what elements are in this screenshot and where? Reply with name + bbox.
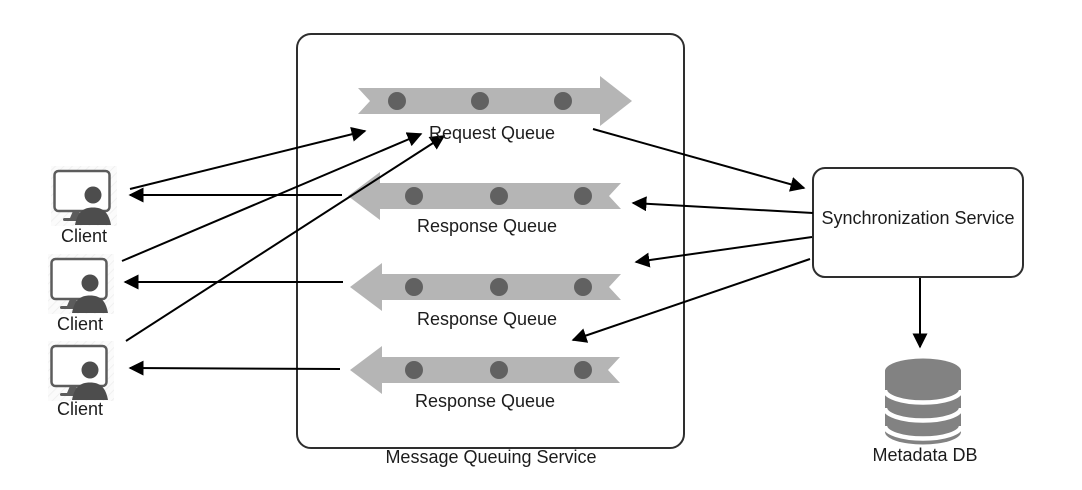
queue-message-dot [574,361,592,379]
request-queue-arrow [358,76,632,126]
database-disk-separator [882,389,964,405]
queue-message-dot [574,278,592,296]
queue-message-dot [471,92,489,110]
client-icon-1 [49,164,119,228]
arrow-client2-to-request-queue [121,132,423,262]
arrow-sync-service-to-response-queue-3 [571,258,811,343]
message-queuing-service-box [296,33,685,449]
queue-message-dot [574,187,592,205]
arrow-sync-service-to-response-queue-2 [634,236,813,268]
arrow-request-queue-to-sync-service [592,128,806,192]
queue-message-dot [490,187,508,205]
queue-message-dot [405,278,423,296]
database-icon [882,358,964,445]
response-queue-ribbon [348,172,621,220]
arrow-client1-to-request-queue [129,126,367,190]
arrow-client3-to-request-queue [125,135,446,342]
queue-message-dot [388,92,406,110]
response-queue-ribbon [350,346,620,394]
client-icon-2 [46,252,116,316]
queue-message-dot [405,187,423,205]
request-queue-ribbon [358,76,632,126]
response-queue-arrow-2 [350,263,621,311]
synchronization-service-box [812,167,1024,278]
database-disk-separator [882,407,964,423]
arrow-sync-service-to-response-queue-1 [631,196,814,214]
queue-message-dot [490,361,508,379]
database-disk-separator [882,425,964,441]
queue-message-dot [490,278,508,296]
response-queue-arrow-3 [350,346,620,394]
response-queue-ribbon [350,263,621,311]
response-queue-arrow-1 [348,172,621,220]
queue-message-dot [554,92,572,110]
client-icon-3 [46,339,116,403]
queue-message-dot [405,361,423,379]
arrow-response-queue-3-to-client3 [128,360,341,376]
